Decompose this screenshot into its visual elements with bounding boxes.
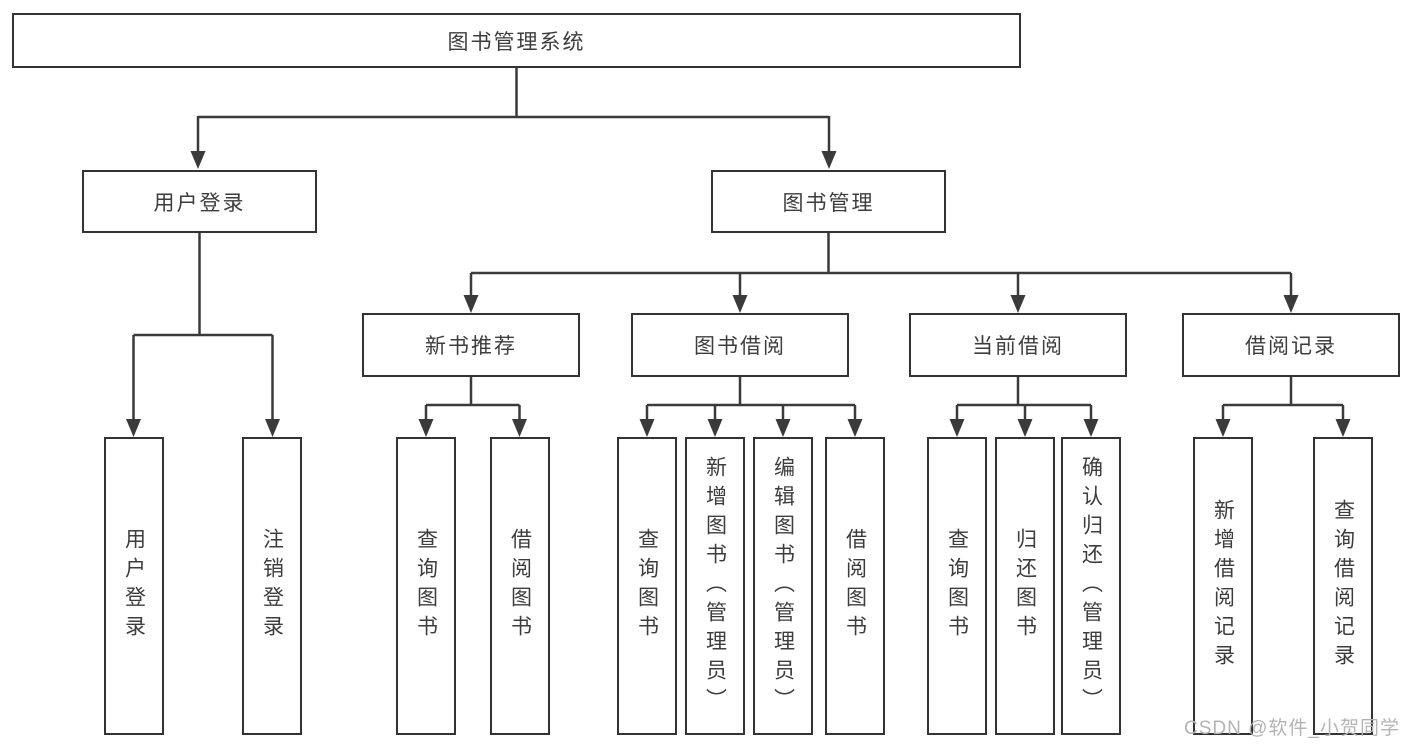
arrowhead <box>1083 419 1099 437</box>
arrowhead <box>949 419 965 437</box>
csdn-watermark: CSDN @软件_小贺同学 <box>1184 718 1400 739</box>
node-user-login: 用户登录 <box>82 170 317 233</box>
arrowhead <box>126 419 141 437</box>
arrowhead <box>639 419 655 437</box>
arrowhead <box>1283 295 1299 313</box>
node-new-book-recommend: 新书推荐 <box>362 313 580 377</box>
arrowhead <box>1215 419 1231 437</box>
arrowhead <box>732 295 748 313</box>
leaf-confirm-return-admin: 确认归还（管理员） <box>1061 437 1121 735</box>
leaf-borrow-books-recommend: 借阅图书 <box>490 437 550 735</box>
arrowhead <box>821 151 837 169</box>
node-book-management: 图书管理 <box>711 170 946 233</box>
arrowhead <box>512 419 527 437</box>
leaf-borrow-books-borrowing: 借阅图书 <box>825 437 885 735</box>
connector-arrows <box>126 151 1351 437</box>
leaf-query-books-recommend: 查询图书 <box>396 437 456 735</box>
leaf-logout: 注销登录 <box>242 437 302 735</box>
leaf-return-books: 归还图书 <box>995 437 1055 735</box>
leaf-query-books-current: 查询图书 <box>927 437 987 735</box>
connector-book-mgmt-to-level3 <box>469 232 1293 297</box>
connector-paths <box>132 68 1345 421</box>
connector-current-borrow-to-leaves <box>955 377 1093 421</box>
leaf-user-login: 用户登录 <box>104 437 164 735</box>
node-current-borrowing: 当前借阅 <box>909 313 1127 377</box>
leaf-query-borrow-record: 查询借阅记录 <box>1313 437 1373 735</box>
connector-user-login-to-leaves <box>132 233 274 421</box>
leaf-add-books-admin: 新增图书（管理员） <box>685 437 745 735</box>
arrowhead <box>707 419 723 437</box>
connector-root-to-level2 <box>196 68 831 153</box>
leaf-add-borrow-record: 新增借阅记录 <box>1193 437 1253 735</box>
node-root-system: 图书管理系统 <box>12 13 1021 68</box>
connector-new-book-to-leaves <box>424 377 521 421</box>
leaf-query-books-borrowing: 查询图书 <box>617 437 677 735</box>
connector-book-borrow-to-leaves <box>645 377 857 421</box>
connector-borrow-record-to-leaves <box>1221 377 1345 421</box>
arrowhead <box>265 419 280 437</box>
node-borrowing-records: 借阅记录 <box>1182 313 1400 377</box>
arrowhead <box>847 419 863 437</box>
node-book-borrowing: 图书借阅 <box>631 313 849 377</box>
arrowhead <box>1017 419 1033 437</box>
arrowhead <box>775 419 791 437</box>
arrowhead <box>1335 419 1351 437</box>
arrowhead <box>1010 295 1026 313</box>
arrowhead <box>418 419 434 437</box>
arrowhead <box>463 295 479 313</box>
arrowhead <box>190 151 206 169</box>
leaf-edit-books-admin: 编辑图书（管理员） <box>753 437 813 735</box>
